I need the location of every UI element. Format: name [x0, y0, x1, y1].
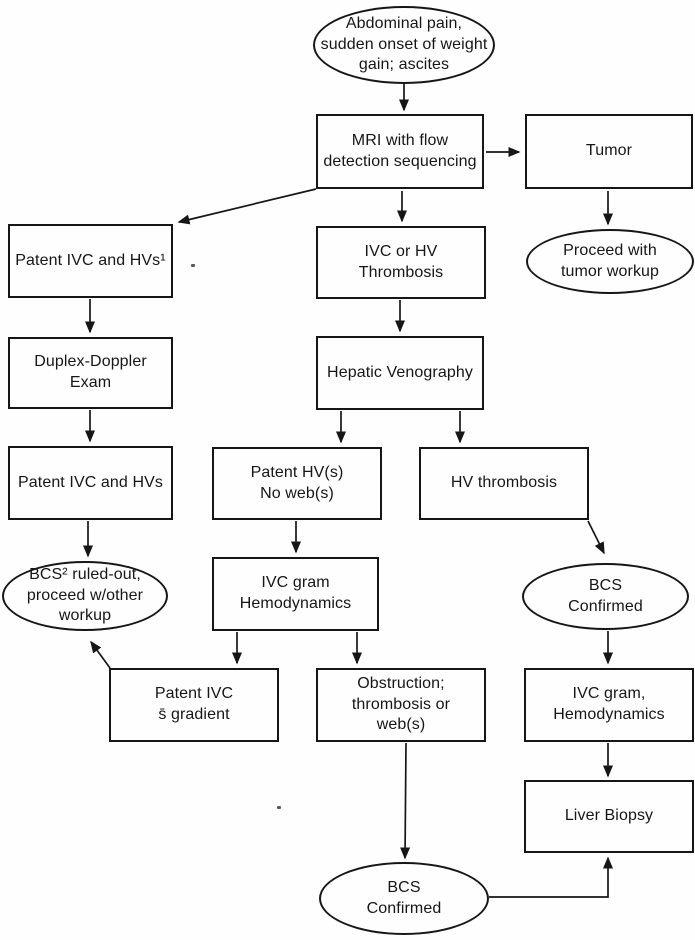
node-duplex-doppler-exam: Duplex-Doppler Exam	[8, 337, 173, 409]
node-hepatic-venography: Hepatic Venography	[316, 336, 484, 410]
node-ivc-gram-hemodynamics: IVC gram Hemodynamics	[212, 557, 379, 631]
arrow-patent-ivc-gradient-to-bcs-ruled-out	[90, 640, 111, 669]
node-bcs-confirmed-bottom: BCS Confirmed	[319, 862, 489, 935]
node-patent-ivc-hvs: Patent IVC and HVs	[8, 446, 173, 520]
node-mri: MRI with flow detection sequencing	[316, 114, 484, 189]
node-tumor: Tumor	[525, 114, 693, 189]
node-obstruction-thrombosis-webs: Obstruction; thrombosis or web(s)	[316, 668, 486, 742]
node-patent-ivc-s-gradient: Patent IVC s̄ gradient	[109, 668, 279, 742]
scan-speck	[277, 806, 281, 809]
node-patent-ivc-hvs1: Patent IVC and HVs¹	[8, 224, 173, 298]
arrow-obstruction-to-bcs-confirmed-bottom	[400, 742, 411, 860]
node-liver-biopsy: Liver Biopsy	[524, 780, 694, 853]
node-ivc-gram-hemodynamics-2: IVC gram, Hemodynamics	[524, 668, 694, 742]
node-ivc-or-hv-thrombosis: IVC or HV Thrombosis	[316, 226, 486, 299]
arrow-mri-to-patent-ivc-hvs1	[177, 188, 317, 225]
arrow-bcs-confirmed-bottom-to-liver-biopsy	[489, 856, 613, 898]
node-bcs-confirmed-right: BCS Confirmed	[522, 563, 689, 630]
node-bcs-ruled-out: BCS² ruled-out, proceed w/other workup	[2, 561, 168, 631]
node-proceed-tumor-workup: Proceed with tumor workup	[526, 229, 694, 294]
node-symptoms: Abdominal pain, sudden onset of weight g…	[313, 6, 495, 84]
node-patent-hvs-no-webs: Patent HV(s) No web(s)	[212, 447, 382, 520]
node-hv-thrombosis: HV thrombosis	[419, 447, 589, 520]
scan-speck	[191, 264, 195, 267]
arrow-hv-thrombosis-to-bcs-confirmed	[587, 520, 605, 555]
